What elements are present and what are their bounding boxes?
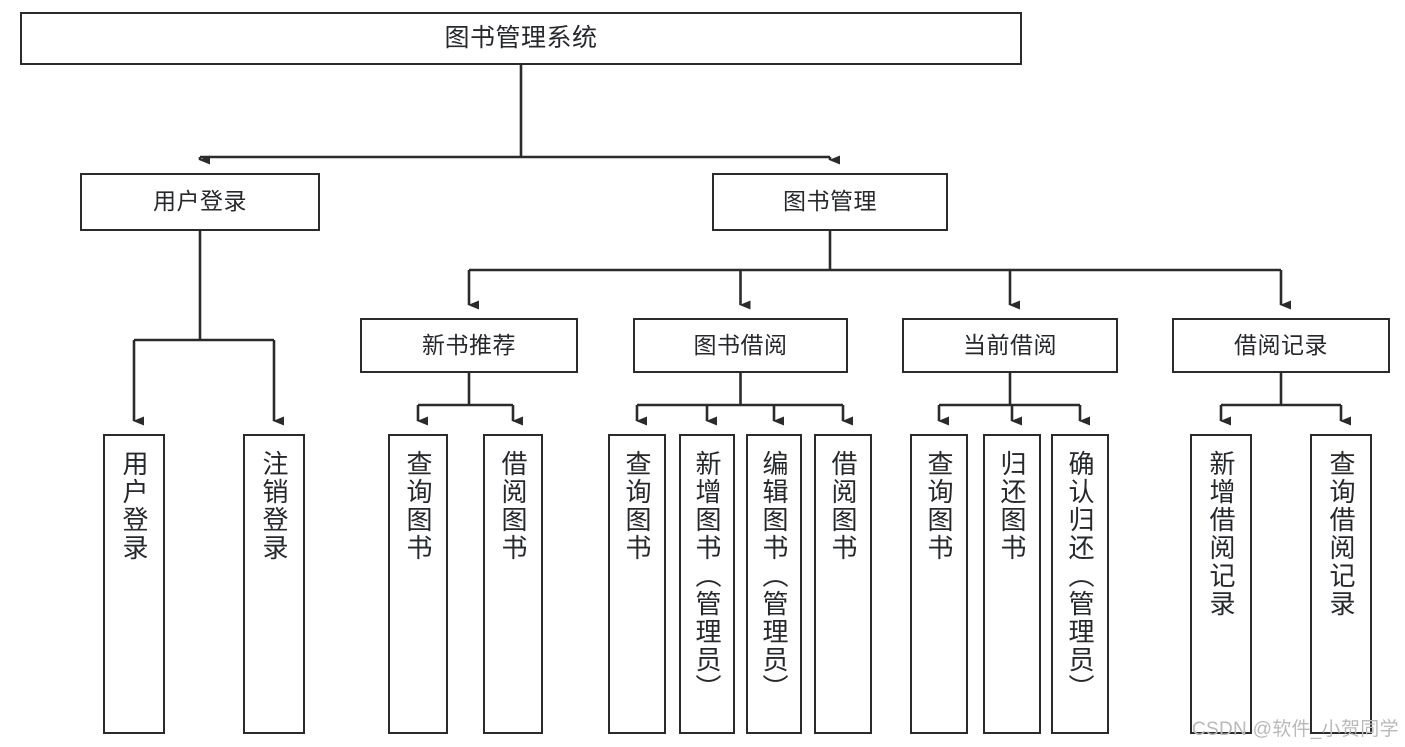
node-leaf-query-book-b[interactable]: 查询图书 xyxy=(608,434,666,734)
node-current-borrow[interactable]: 当前借阅 xyxy=(902,318,1118,373)
node-leaf-query-record[interactable]: 查询借阅记录 xyxy=(1310,434,1372,734)
node-leaf-edit-book-label: 编辑图书（管理员） xyxy=(759,450,789,702)
node-leaf-edit-book[interactable]: 编辑图书（管理员） xyxy=(746,434,802,734)
node-root-label: 图书管理系统 xyxy=(444,23,598,52)
node-leaf-user-login[interactable]: 用户登录 xyxy=(103,434,165,734)
node-book-borrow-label: 图书借阅 xyxy=(693,331,788,358)
node-leaf-borrow-book-a-label: 借阅图书 xyxy=(498,450,528,562)
node-user-login-label: 用户登录 xyxy=(153,188,247,215)
node-leaf-add-book[interactable]: 新增图书（管理员） xyxy=(679,434,735,734)
node-leaf-query-book-c[interactable]: 查询图书 xyxy=(910,434,968,734)
node-leaf-borrow-book-a[interactable]: 借阅图书 xyxy=(483,434,543,734)
node-user-login[interactable]: 用户登录 xyxy=(80,173,320,231)
node-leaf-query-book-a[interactable]: 查询图书 xyxy=(388,434,448,734)
node-leaf-add-book-label: 新增图书（管理员） xyxy=(692,450,722,702)
node-leaf-query-book-a-label: 查询图书 xyxy=(403,450,433,562)
node-leaf-confirm-return-label: 确认归还（管理员） xyxy=(1065,450,1095,702)
node-leaf-query-book-c-label: 查询图书 xyxy=(924,450,954,562)
node-new-book-recommend[interactable]: 新书推荐 xyxy=(360,318,578,373)
node-leaf-add-record[interactable]: 新增借阅记录 xyxy=(1190,434,1252,734)
node-leaf-confirm-return[interactable]: 确认归还（管理员） xyxy=(1051,434,1109,734)
node-leaf-return-book[interactable]: 归还图书 xyxy=(983,434,1041,734)
node-leaf-logout[interactable]: 注销登录 xyxy=(243,434,305,734)
node-book-management[interactable]: 图书管理 xyxy=(712,173,948,231)
node-current-borrow-label: 当前借阅 xyxy=(963,331,1057,358)
node-leaf-add-record-label: 新增借阅记录 xyxy=(1206,450,1236,618)
node-root[interactable]: 图书管理系统 xyxy=(20,12,1022,65)
node-book-management-label: 图书管理 xyxy=(783,188,877,215)
node-leaf-user-login-label: 用户登录 xyxy=(119,450,149,562)
node-new-book-recommend-label: 新书推荐 xyxy=(422,331,516,358)
node-leaf-query-record-label: 查询借阅记录 xyxy=(1326,450,1356,618)
node-borrow-record-label: 借阅记录 xyxy=(1234,331,1328,358)
node-leaf-borrow-book-b[interactable]: 借阅图书 xyxy=(814,434,872,734)
node-book-borrow[interactable]: 图书借阅 xyxy=(633,318,848,373)
node-borrow-record[interactable]: 借阅记录 xyxy=(1172,318,1390,373)
csdn-watermark: CSDN @软件_小贺同学 xyxy=(1192,719,1399,740)
node-leaf-query-book-b-label: 查询图书 xyxy=(622,450,652,562)
node-leaf-logout-label: 注销登录 xyxy=(259,450,289,562)
node-leaf-borrow-book-b-label: 借阅图书 xyxy=(828,450,858,562)
node-leaf-return-book-label: 归还图书 xyxy=(997,450,1027,562)
